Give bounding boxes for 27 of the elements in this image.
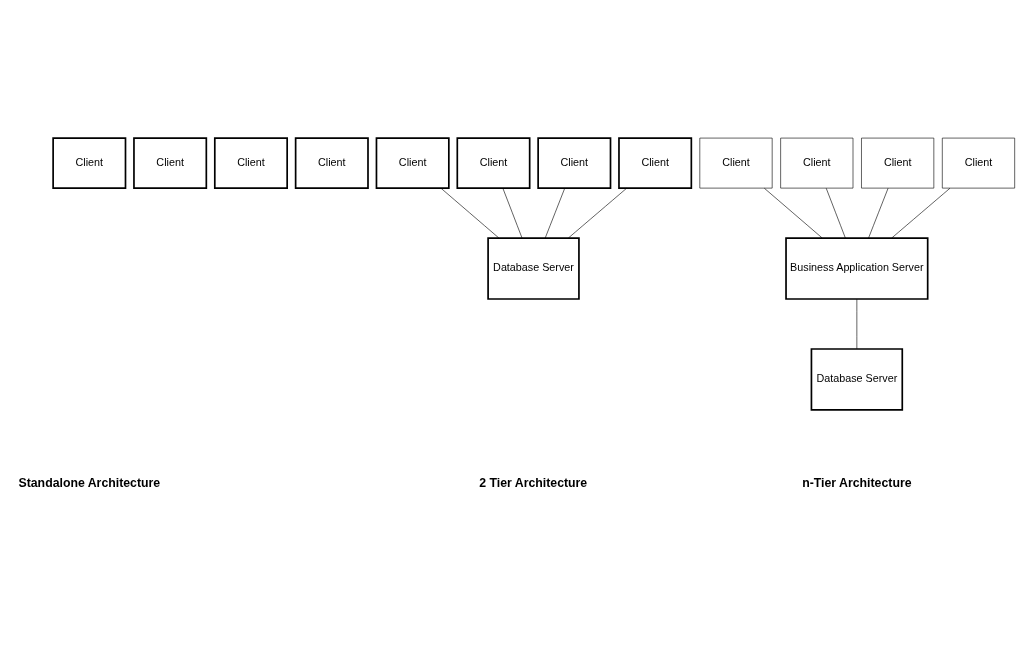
node-box: Database Server (810, 348, 903, 411)
node-box: Client (860, 137, 934, 189)
connector (867, 187, 888, 239)
connector (502, 187, 522, 239)
node-box: Database Server (486, 237, 580, 300)
node-box: Client (51, 137, 126, 189)
node-box: Client (941, 137, 1015, 189)
node-box: Client (779, 137, 853, 189)
node-box: Client (455, 137, 530, 189)
label: n-Tier Architecture (801, 476, 912, 491)
connector (763, 187, 823, 239)
node-box: Client (617, 137, 692, 189)
connector (856, 298, 857, 350)
node-box: Client (294, 137, 369, 189)
node-box: Client (132, 137, 207, 189)
node-box: Client (699, 137, 772, 189)
node-box: Client (536, 137, 611, 189)
connector (567, 187, 627, 239)
connector (544, 187, 565, 239)
connector (825, 187, 846, 239)
label: 2 Tier Architecture (478, 476, 587, 491)
node-box: Client (213, 137, 288, 189)
connector (440, 187, 499, 239)
node-box: Client (375, 137, 450, 189)
node-box: Business Application Server (784, 237, 929, 300)
label: Standalone Architecture (17, 476, 160, 491)
connector (890, 187, 950, 239)
